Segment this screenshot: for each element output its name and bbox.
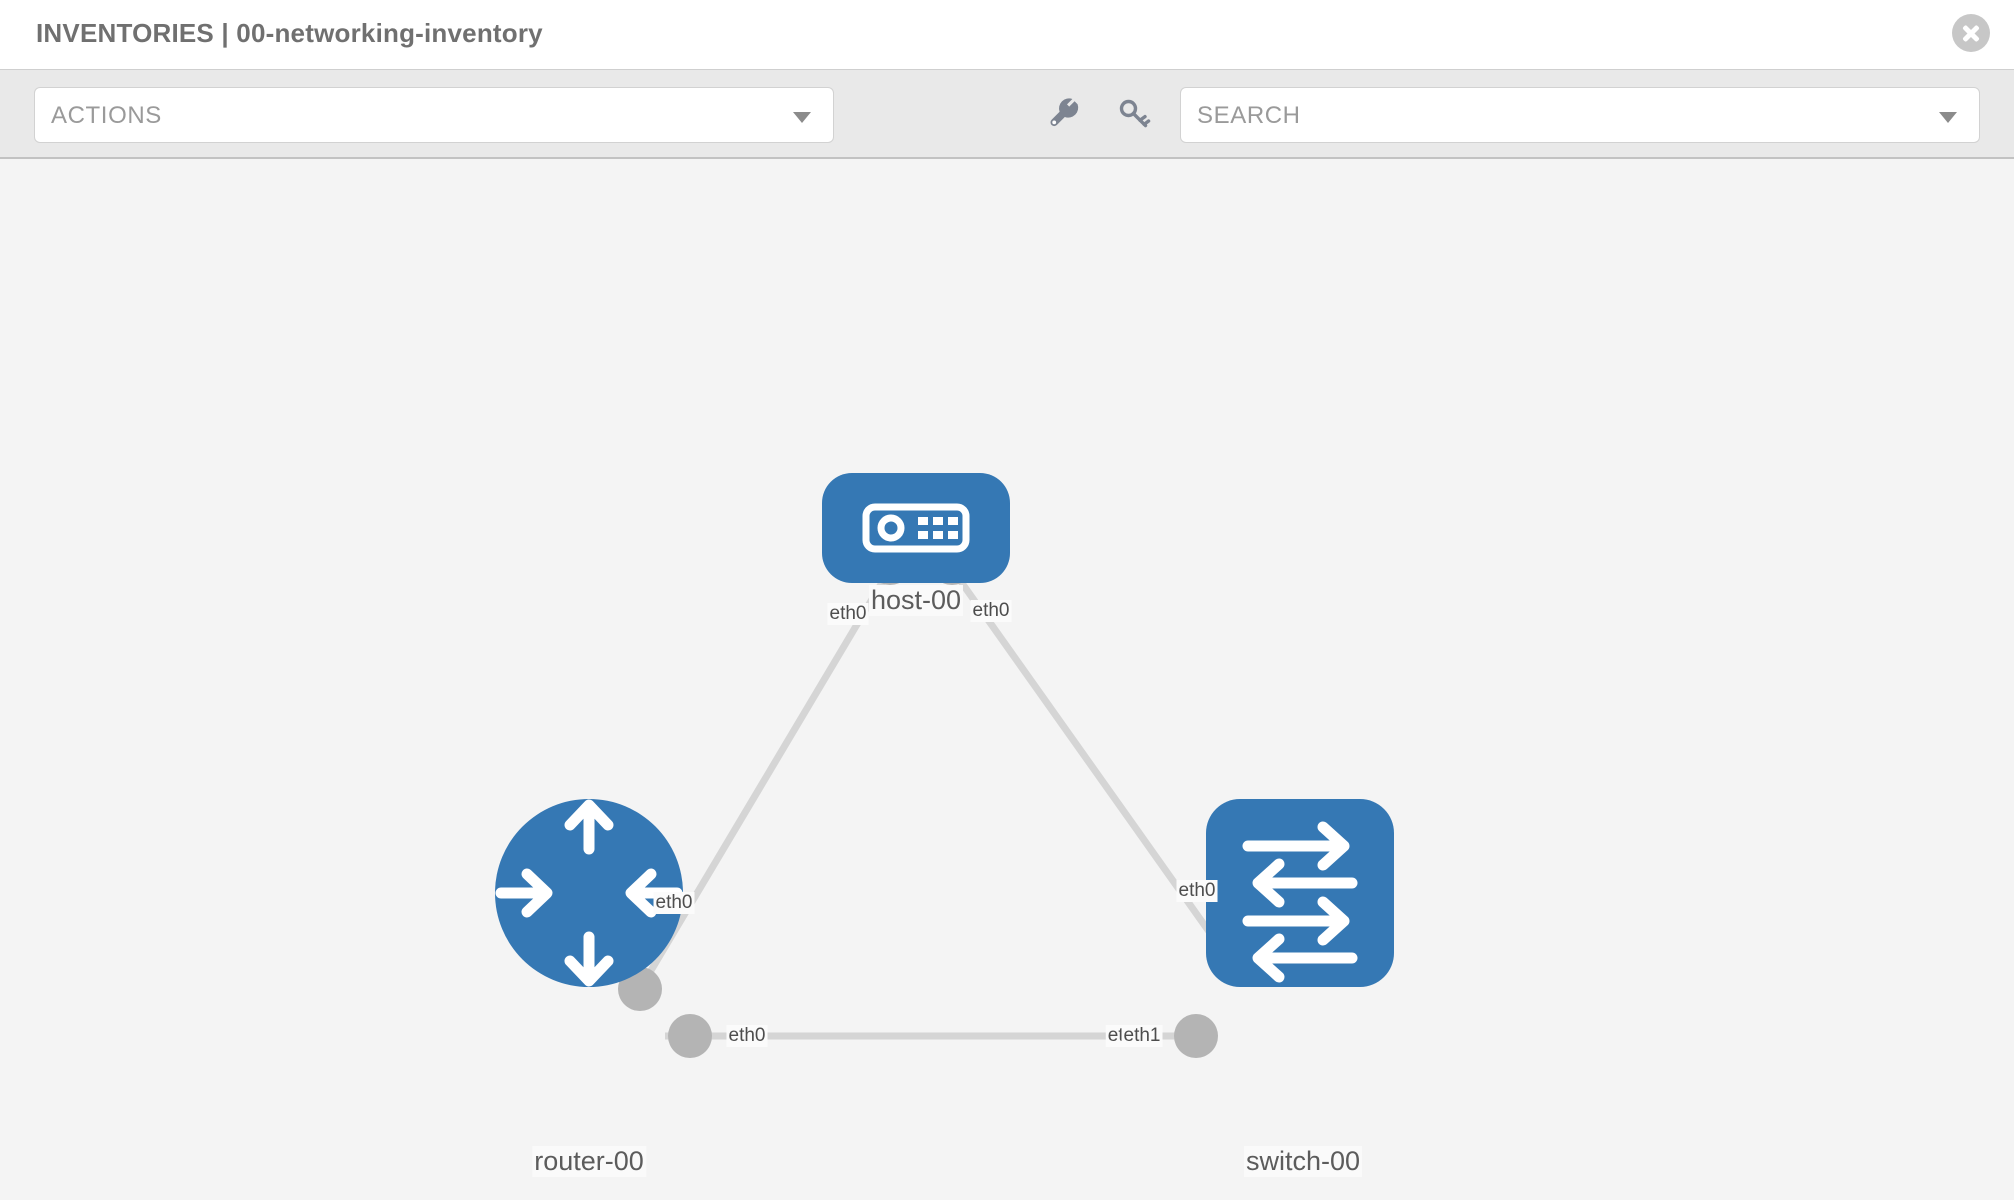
- toolbar: ACTIONS SEARCH: [0, 69, 2014, 159]
- node-switch-00: [1206, 799, 1394, 987]
- topology-canvas[interactable]: eth0 eth0 eth0 eth0 eth0 eth eth1 host-0…: [0, 159, 2014, 1200]
- topology-edges: [636, 566, 1235, 1040]
- server-icon: [862, 503, 970, 553]
- edge-host00-switch00: [949, 566, 1235, 967]
- switch-icon: [1242, 821, 1358, 983]
- port-label: eth0: [970, 600, 1012, 622]
- node-host-00: [822, 473, 1010, 583]
- port-label: eth1: [1121, 1025, 1163, 1047]
- page-title: INVENTORIES | 00-networking-inventory: [36, 18, 543, 48]
- port-dot-switch00-left: [1174, 1014, 1218, 1058]
- port-label: eth0: [653, 892, 695, 914]
- topology-graph: [495, 473, 1394, 1058]
- actions-dropdown[interactable]: ACTIONS: [34, 87, 834, 143]
- key-icon[interactable]: [1111, 92, 1155, 136]
- node-label-host-00: host-00: [868, 585, 964, 616]
- search-placeholder: SEARCH: [1197, 102, 1301, 129]
- chevron-down-icon[interactable]: [1939, 112, 1957, 123]
- chevron-down-icon: [793, 112, 811, 123]
- port-label: eth0: [1176, 880, 1218, 902]
- page-header: INVENTORIES | 00-networking-inventory: [0, 0, 2014, 69]
- port-label: eth0: [827, 603, 869, 625]
- wrench-icon[interactable]: [1043, 92, 1087, 136]
- toolbar-icons: [1043, 92, 1155, 136]
- port-dot-router00-right: [668, 1014, 712, 1058]
- close-icon[interactable]: [1952, 14, 1990, 52]
- port-label: eth0: [726, 1025, 768, 1047]
- search-input[interactable]: SEARCH: [1180, 87, 1980, 143]
- actions-dropdown-label: ACTIONS: [51, 102, 162, 129]
- topology-ports: [618, 541, 1254, 1058]
- node-label-switch-00: switch-00: [1243, 1146, 1363, 1177]
- edge-host00-router00: [636, 567, 894, 991]
- node-label-router-00: router-00: [532, 1146, 646, 1177]
